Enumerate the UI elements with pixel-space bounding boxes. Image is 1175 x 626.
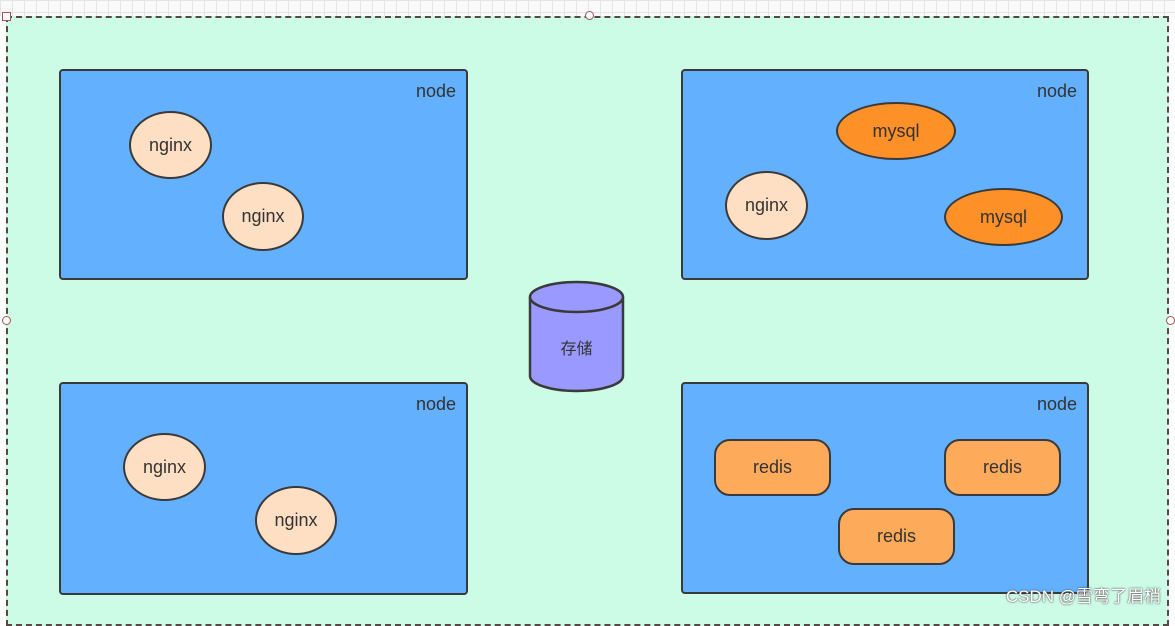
node-label: node [1036, 81, 1077, 101]
pod-label: nginx [744, 195, 789, 215]
pod-label: mysql [872, 120, 920, 141]
pod-label: redis [876, 526, 916, 546]
storage-label: 存储 [560, 341, 593, 358]
selection-handle-left[interactable] [2, 316, 11, 325]
ruler-grid [0, 0, 1175, 16]
storage-cylinder[interactable]: 存储 [528, 280, 625, 394]
mysql-pod[interactable]: mysql [836, 102, 956, 160]
pod-label: nginx [142, 456, 187, 477]
pod-label: redis [752, 457, 792, 477]
nginx-pod[interactable]: nginx [129, 111, 212, 179]
selection-handle-top-left[interactable] [2, 12, 11, 21]
node-label: node [1036, 394, 1077, 414]
node-label: node [415, 81, 456, 101]
nginx-pod[interactable]: nginx [222, 182, 304, 251]
redis-pod[interactable]: redis [838, 508, 955, 565]
node-top-right[interactable]: node [681, 69, 1089, 280]
pod-label: nginx [148, 134, 193, 155]
selection-handle-top[interactable] [585, 11, 594, 20]
mysql-pod[interactable]: mysql [944, 188, 1063, 246]
node-bottom-left[interactable]: node [59, 382, 468, 595]
selection-handle-right[interactable] [1166, 316, 1175, 325]
nginx-pod[interactable]: nginx [725, 171, 808, 240]
pod-label: nginx [274, 510, 318, 530]
nginx-pod[interactable]: nginx [123, 433, 206, 501]
redis-pod[interactable]: redis [944, 439, 1061, 496]
watermark: CSDN @雪弯了眉梢 [1005, 587, 1161, 606]
database-icon [528, 280, 625, 393]
pod-label: mysql [979, 206, 1027, 227]
pod-label: nginx [241, 206, 285, 226]
nginx-pod[interactable]: nginx [255, 486, 337, 555]
redis-pod[interactable]: redis [714, 439, 831, 496]
pod-label: redis [982, 457, 1022, 477]
node-label: node [415, 394, 456, 414]
